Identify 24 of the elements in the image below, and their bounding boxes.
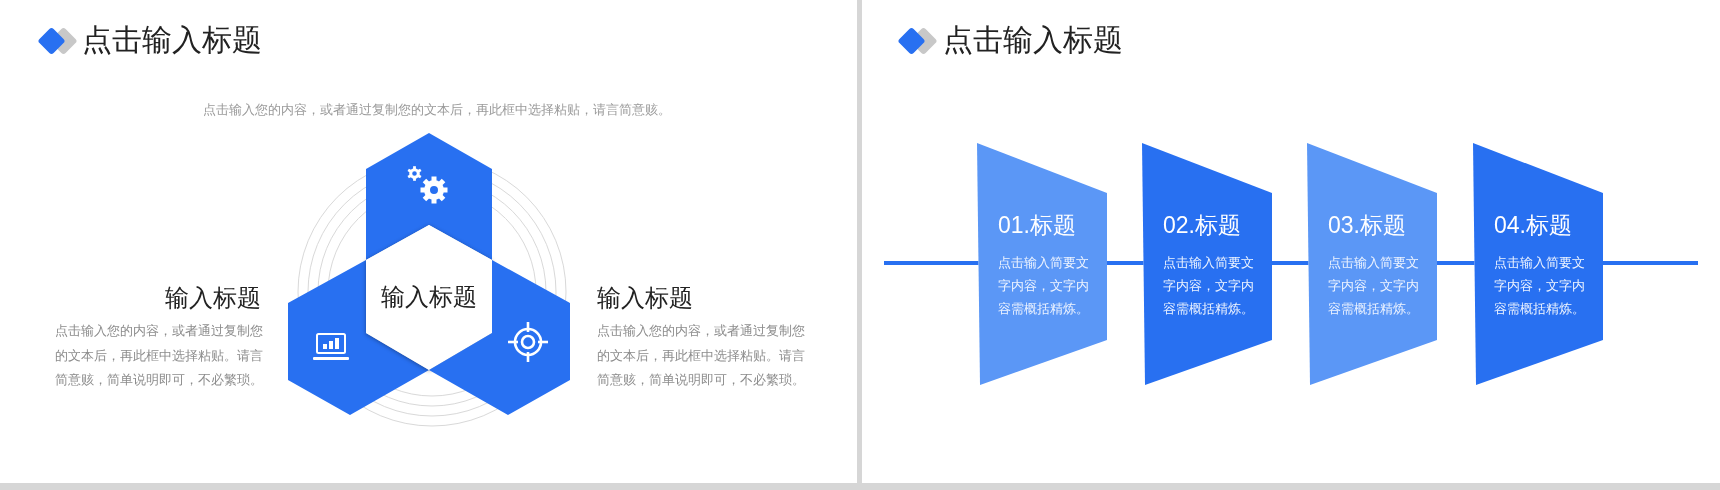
step-title: 02.标题	[1163, 211, 1241, 240]
section-heading: 输入标题	[597, 283, 693, 313]
intro-text: 点击输入您的内容，或者通过复制您的文本后，再此框中选择粘贴，请言简意赅。	[203, 101, 671, 119]
step-text: 点击输入简要文字内容，文字内容需概括精炼。	[1494, 255, 1586, 318]
slide-title: 点击输入标题	[82, 22, 262, 58]
timeline-line	[1272, 261, 1309, 265]
section-text: 点击输入您的内容，或者通过复制您的文本后，再此框中选择粘贴。请言简意赅，简单说明即可，不必繁琐。	[55, 323, 264, 389]
trapezoid-card	[977, 143, 1107, 385]
section-text: 点击输入您的内容，或者通过复制您的文本后，再此框中选择粘贴。请言简意赅，简单说明即可，不必繁琐。	[597, 323, 806, 389]
timeline-line	[1107, 261, 1144, 265]
step-text: 点击输入简要文字内容，文字内容需概括精炼。	[1163, 255, 1255, 318]
step-text: 点击输入简要文字内容，文字内容需概括精炼。	[998, 255, 1090, 318]
trapezoid-card	[1473, 143, 1603, 385]
step-text: 点击输入简要文字内容，文字内容需概括精炼。	[1328, 255, 1420, 318]
timeline-line	[1437, 261, 1475, 265]
timeline-line	[1603, 261, 1698, 265]
section-heading: 输入标题	[165, 283, 261, 313]
step-title: 04.标题	[1494, 211, 1572, 240]
trapezoid-card	[1142, 143, 1272, 385]
step-title: 01.标题	[998, 211, 1076, 240]
timeline-line	[884, 261, 979, 265]
trapezoid-card	[1307, 143, 1437, 385]
step-title: 03.标题	[1328, 211, 1406, 240]
slide-title: 点击输入标题	[943, 22, 1123, 58]
